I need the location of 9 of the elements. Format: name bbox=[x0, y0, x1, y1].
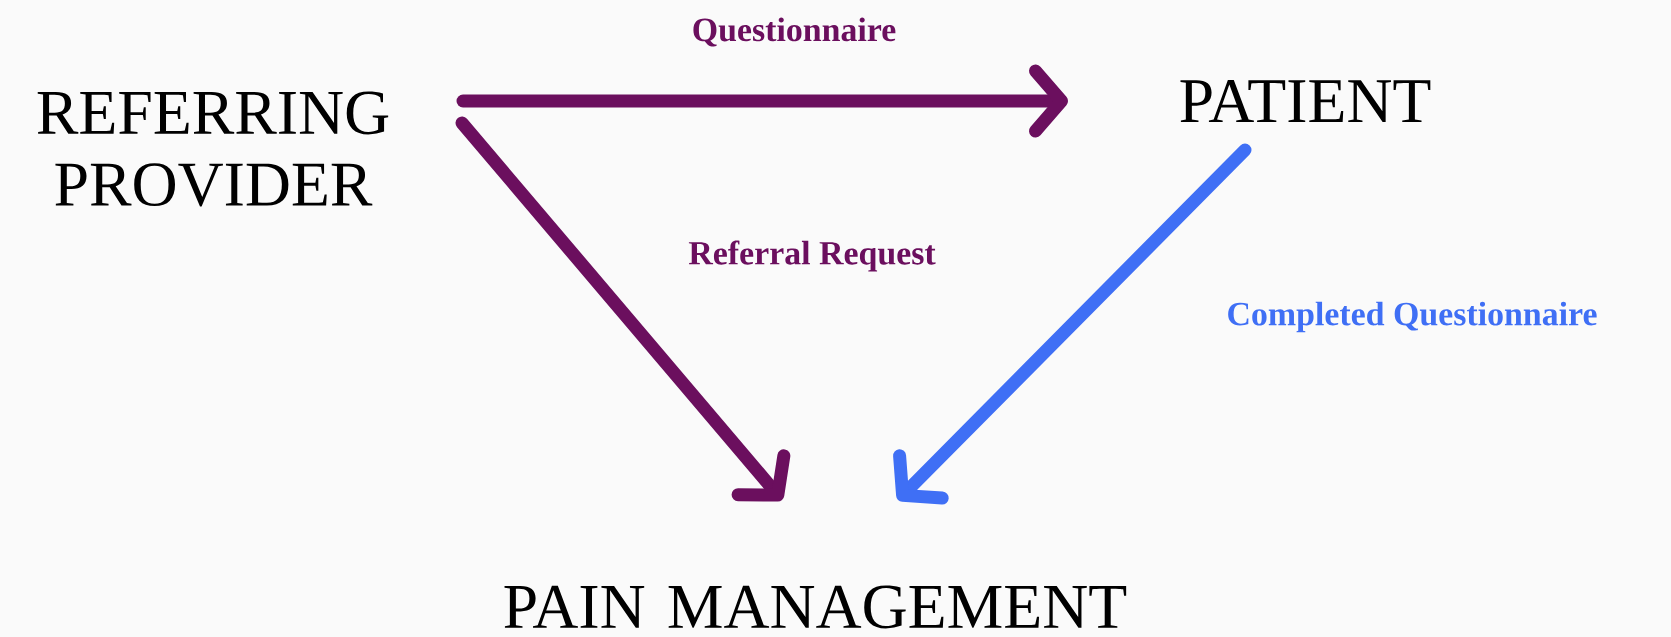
node-label: PAIN MANAGEMENT bbox=[504, 585, 1127, 629]
node-label: PATIENT bbox=[1180, 79, 1431, 123]
arrow bbox=[893, 143, 1252, 505]
edge-label: Completed Questionnaire bbox=[1228, 301, 1597, 333]
edge-label: Questionnaire bbox=[693, 17, 896, 47]
node-label: REFERRING PROVIDER bbox=[37, 91, 389, 207]
arrow bbox=[455, 116, 791, 502]
arrow bbox=[456, 64, 1068, 138]
edge-label: Referral Request bbox=[688, 240, 936, 272]
